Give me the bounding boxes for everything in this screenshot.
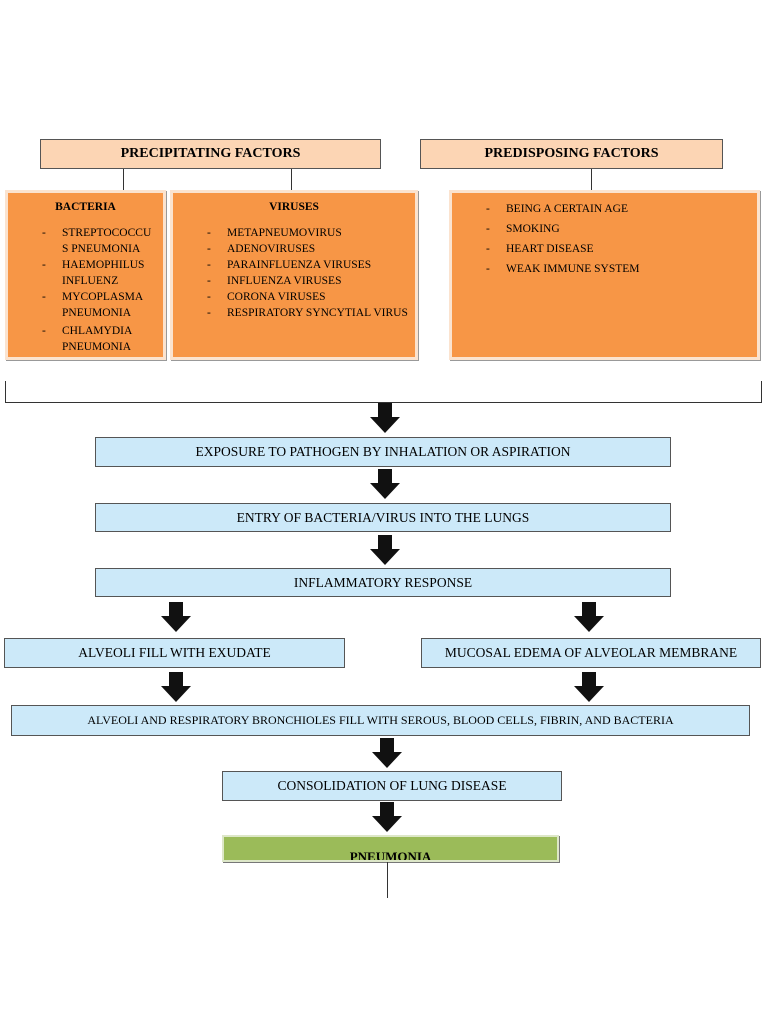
- down-arrow-icon: [370, 403, 400, 433]
- list-item: INFLUENZA VIRUSES: [173, 273, 415, 289]
- entry-step: ENTRY OF BACTERIA/VIRUS INTO THE LUNGS: [95, 503, 671, 532]
- list-item: HAEMOPHILUS INFLUENZ: [8, 257, 163, 289]
- connector-line-bacteria: [123, 169, 124, 190]
- precipitating-factors-label: PRECIPITATING FACTORS: [120, 146, 301, 161]
- bronchioles-label: ALVEOLI AND RESPIRATORY BRONCHIOLES FILL…: [87, 713, 674, 727]
- list-item: CHLAMYDIA PNEUMONIA: [8, 323, 163, 355]
- bacteria-box: BACTERIA STREPTOCOCCU S PNEUMONIA HAEMOP…: [5, 190, 166, 360]
- mucosal-edema-step: MUCOSAL EDEMA OF ALVEOLAR MEMBRANE: [421, 638, 761, 668]
- bacteria-list: STREPTOCOCCU S PNEUMONIA HAEMOPHILUS INF…: [8, 225, 163, 355]
- predisposing-factors-label: PREDISPOSING FACTORS: [484, 146, 659, 161]
- predisposing-factors-header: PREDISPOSING FACTORS: [420, 139, 723, 169]
- list-item: PARAINFLUENZA VIRUSES: [173, 257, 415, 273]
- connector-line-viruses: [291, 169, 292, 190]
- viruses-list: METAPNEUMOVIRUS ADENOVIRUSES PARAINFLUEN…: [173, 225, 415, 321]
- list-item: HEART DISEASE: [452, 241, 757, 257]
- list-item: WEAK IMMUNE SYSTEM: [452, 261, 757, 277]
- exposure-step: EXPOSURE TO PATHOGEN BY INHALATION OR AS…: [95, 437, 671, 467]
- mucosal-edema-label: MUCOSAL EDEMA OF ALVEOLAR MEMBRANE: [444, 645, 738, 660]
- list-item: BEING A CERTAIN AGE: [452, 201, 757, 217]
- list-item: METAPNEUMOVIRUS: [173, 225, 415, 241]
- alveoli-fill-label: ALVEOLI FILL WITH EXUDATE: [78, 645, 271, 660]
- down-arrow-icon: [372, 738, 402, 768]
- predisposing-box: BEING A CERTAIN AGE SMOKING HEART DISEAS…: [449, 190, 760, 360]
- viruses-title: VIRUSES: [269, 201, 319, 213]
- pneumonia-label: PNEUMONIA: [349, 849, 432, 862]
- list-item: RESPIRATORY SYNCYTIAL VIRUS: [173, 305, 415, 321]
- inflammatory-step: INFLAMMATORY RESPONSE: [95, 568, 671, 597]
- down-arrow-icon: [574, 672, 604, 702]
- predisposing-list: BEING A CERTAIN AGE SMOKING HEART DISEAS…: [452, 201, 757, 277]
- inflammatory-label: INFLAMMATORY RESPONSE: [293, 574, 473, 590]
- list-item: STREPTOCOCCU S PNEUMONIA: [8, 225, 163, 257]
- consolidation-label: CONSOLIDATION OF LUNG DISEASE: [277, 778, 507, 793]
- entry-label: ENTRY OF BACTERIA/VIRUS INTO THE LUNGS: [236, 509, 530, 525]
- list-item: SMOKING: [452, 221, 757, 237]
- exposure-label: EXPOSURE TO PATHOGEN BY INHALATION OR AS…: [195, 444, 571, 459]
- factors-bracket: [5, 381, 762, 403]
- down-arrow-icon: [370, 469, 400, 499]
- down-arrow-icon: [370, 535, 400, 565]
- bronchioles-step: ALVEOLI AND RESPIRATORY BRONCHIOLES FILL…: [11, 705, 750, 736]
- down-arrow-icon: [161, 672, 191, 702]
- bottom-connector-line: [387, 862, 388, 898]
- alveoli-fill-step: ALVEOLI FILL WITH EXUDATE: [4, 638, 345, 668]
- bacteria-title: BACTERIA: [55, 201, 116, 213]
- pneumonia-result: PNEUMONIA: [222, 835, 559, 862]
- list-item: CORONA VIRUSES: [173, 289, 415, 305]
- precipitating-factors-header: PRECIPITATING FACTORS: [40, 139, 381, 169]
- consolidation-step: CONSOLIDATION OF LUNG DISEASE: [222, 771, 562, 801]
- list-item: MYCOPLASMA PNEUMONIA: [8, 289, 163, 321]
- down-arrow-icon: [161, 602, 191, 632]
- viruses-box: VIRUSES METAPNEUMOVIRUS ADENOVIRUSES PAR…: [170, 190, 418, 360]
- down-arrow-icon: [372, 802, 402, 832]
- connector-line-predisposing: [591, 169, 592, 190]
- down-arrow-icon: [574, 602, 604, 632]
- list-item: ADENOVIRUSES: [173, 241, 415, 257]
